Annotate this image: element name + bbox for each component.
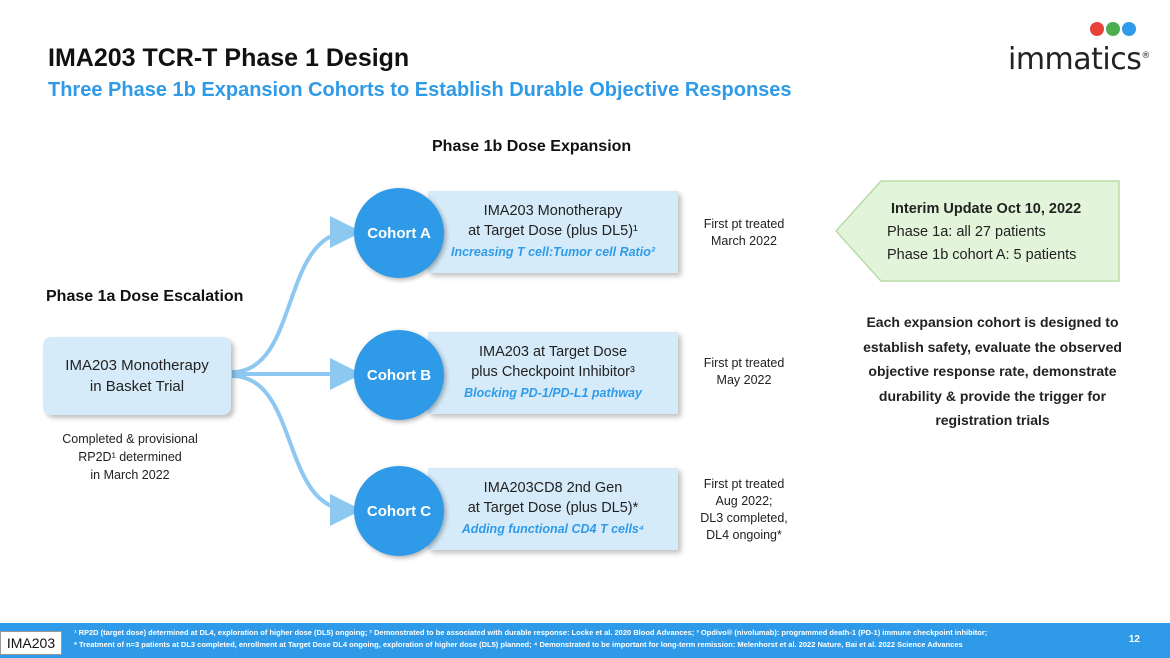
phase1a-box-line: in Basket Trial xyxy=(89,378,185,395)
phase1a-note-line: in March 2022 xyxy=(90,468,170,482)
cohort-c-circle: Cohort C xyxy=(354,466,444,556)
phase1a-note-line: Completed & provisional xyxy=(62,432,198,446)
logo-blue-dot-icon xyxy=(1122,22,1136,36)
page-number: 12 xyxy=(1128,634,1140,645)
slide-subtitle: Three Phase 1b Expansion Cohorts to Esta… xyxy=(48,79,792,101)
cohort-c-line: at Target Dose (plus DL5)* xyxy=(467,500,639,516)
interim-text: Interim Update Oct 10, 2022 Phase 1a: al… xyxy=(887,198,1081,267)
immatics-logo: immatics® xyxy=(1008,22,1150,77)
footer-bar: IMA203 ¹ RP2D (target dose) determined a… xyxy=(0,623,1170,658)
summary-line: registration trials xyxy=(935,412,1050,428)
phase1a-box-line: IMA203 Monotherapy xyxy=(65,357,209,374)
phase1b-title: Phase 1b Dose Expansion xyxy=(432,138,632,155)
phase1a-box: IMA203 Monotherapy in Basket Trial xyxy=(43,337,231,415)
treated-line: First pt treated xyxy=(703,477,785,491)
phase1a-title: Phase 1a Dose Escalation xyxy=(46,288,244,305)
treated-line: May 2022 xyxy=(716,373,772,387)
cohort-a-box: IMA203 Monotherapy at Target Dose (plus … xyxy=(428,191,678,273)
footer-note-line: * Treatment of n=3 patients at DL3 compl… xyxy=(74,640,963,649)
interim-line: Phase 1b cohort A: 5 patients xyxy=(887,247,1077,263)
cohort-b-box: IMA203 at Target Dose plus Checkpoint In… xyxy=(428,332,678,414)
cohort-c-treated: First pt treated Aug 2022; DL3 completed… xyxy=(692,476,796,544)
logo-green-dot-icon xyxy=(1106,22,1120,36)
interim-heading: Interim Update Oct 10, 2022 xyxy=(891,201,1082,217)
summary-line: durability & provide the trigger for xyxy=(878,387,1107,404)
treated-line: Aug 2022; xyxy=(715,494,773,508)
cohort-c-box: IMA203CD8 2nd Gen at Target Dose (plus D… xyxy=(428,468,678,550)
phase1a-note-line: RP2D¹ determined xyxy=(78,450,182,464)
treated-line: DL3 completed, xyxy=(700,511,788,525)
footer-program-tag: IMA203 xyxy=(0,631,62,655)
slide-title: IMA203 TCR-T Phase 1 Design xyxy=(48,44,410,72)
footer-notes: ¹ RP2D (target dose) determined at DL4, … xyxy=(74,627,1104,651)
treated-line: March 2022 xyxy=(710,234,777,248)
logo-red-dot-icon xyxy=(1090,22,1104,36)
cohort-b-circle: Cohort B xyxy=(354,330,444,420)
treated-line: First pt treated xyxy=(703,217,785,231)
cohort-c-line: IMA203CD8 2nd Gen xyxy=(483,480,623,496)
summary-line: Each expansion cohort is designed to xyxy=(866,314,1119,330)
summary-line: objective response rate, demonstrate xyxy=(868,363,1117,379)
summary-line: establish safety, evaluate the observed xyxy=(863,338,1122,355)
cohort-a-treated: First pt treated March 2022 xyxy=(692,216,796,250)
cohort-a-line: IMA203 Monotherapy xyxy=(483,203,623,219)
treated-line: First pt treated xyxy=(703,356,785,370)
interim-callout-shape xyxy=(835,180,1120,282)
summary-text: Each expansion cohort is designed to est… xyxy=(845,310,1140,433)
connector-to-cohort-a xyxy=(231,216,362,374)
cohort-a-line: at Target Dose (plus DL5)¹ xyxy=(468,223,638,239)
phase1a-note: Completed & provisional RP2D¹ determined… xyxy=(40,430,220,484)
interim-line: Phase 1a: all 27 patients xyxy=(887,224,1046,240)
cohort-a-emphasis: Increasing T cell:Tumor cell Ratio² xyxy=(451,245,655,259)
cohort-b-line: plus Checkpoint Inhibitor³ xyxy=(471,364,635,380)
treated-line: DL4 ongoing* xyxy=(706,528,782,542)
footer-note-line: ¹ RP2D (target dose) determined at DL4, … xyxy=(74,628,988,637)
cohort-c-emphasis: Adding functional CD4 T cells⁴ xyxy=(461,522,645,536)
cohort-a-circle: Cohort A xyxy=(354,188,444,278)
logo-wordmark: immatics® xyxy=(1008,42,1150,77)
interim-update-callout: Interim Update Oct 10, 2022 Phase 1a: al… xyxy=(835,180,1120,282)
cohort-b-treated: First pt treated May 2022 xyxy=(692,355,796,389)
connector-to-cohort-c xyxy=(231,374,362,526)
cohort-b-emphasis: Blocking PD-1/PD-L1 pathway xyxy=(464,386,642,400)
cohort-b-line: IMA203 at Target Dose xyxy=(478,344,628,360)
